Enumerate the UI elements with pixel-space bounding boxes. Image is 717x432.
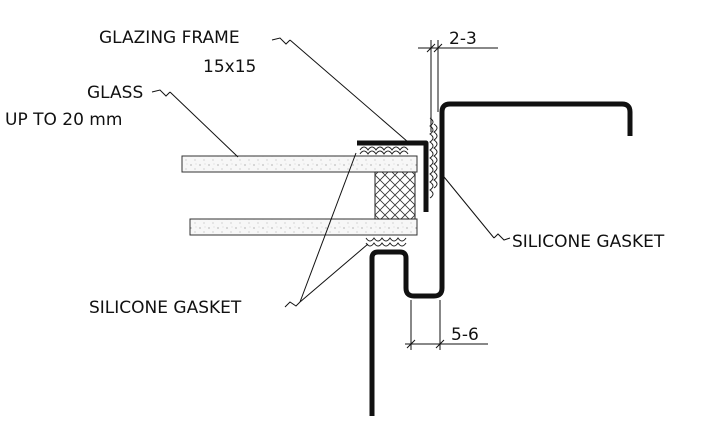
silicone-gasket-side xyxy=(429,117,438,199)
main-frame-profile xyxy=(369,101,633,416)
silicone-gasket-upper xyxy=(359,146,409,155)
glass-pane-upper xyxy=(181,155,418,173)
glazing-frame-label: GLAZING FRAME xyxy=(99,28,240,48)
leader-silicone-gasket-right xyxy=(439,171,511,241)
glass-thickness-label: UP TO 20 mm xyxy=(5,110,122,130)
glass-pane-lower xyxy=(189,218,418,236)
glazing-frame-size-label: 15x15 xyxy=(203,57,256,77)
silicone-gasket-bottom-label: SILICONE GASKET xyxy=(89,298,242,318)
leader-silicone-gasket-bottom xyxy=(284,152,369,308)
spacer xyxy=(374,171,416,220)
dimension-bottom-label: 5-6 xyxy=(451,325,479,345)
dimension-top-label: 2-3 xyxy=(449,29,477,49)
dimension-top xyxy=(418,40,498,132)
dimension-bottom xyxy=(405,300,488,350)
silicone-gasket-right-label: SILICONE GASKET xyxy=(512,232,665,252)
silicone-gasket-lower xyxy=(365,237,407,247)
leader-glazing-frame xyxy=(271,37,409,143)
leader-glass xyxy=(151,89,239,158)
glazing-frame-profile xyxy=(357,140,429,212)
glass-label: GLASS xyxy=(87,83,143,103)
